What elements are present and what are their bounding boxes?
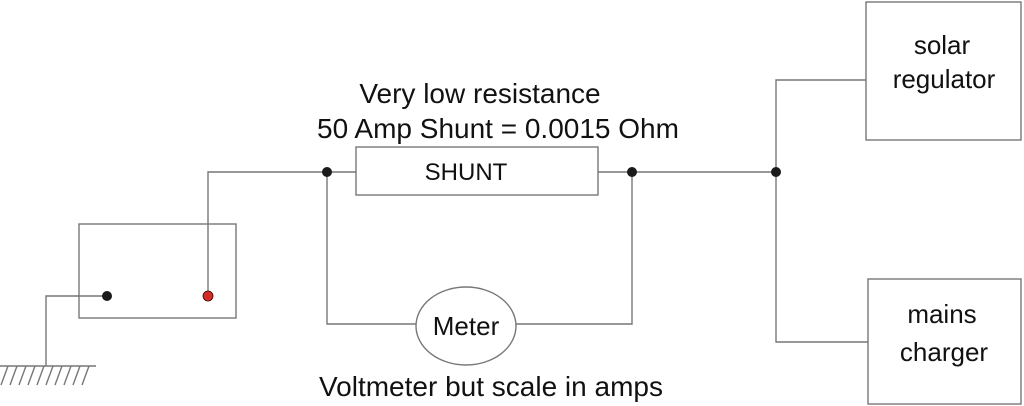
solar-regulator-label-line-2: regulator [893,64,996,94]
positive-wire [207,171,327,296]
bus-node [771,167,781,177]
bus-to-mains-charger [775,172,868,343]
shunt-box [355,146,599,196]
meter-caption: Voltmeter but scale in amps [319,371,663,402]
mains-charger-label-line-1: mains [907,299,976,329]
mains-charger-box [867,278,1022,405]
shunt-right-node [627,167,637,177]
shunt-left-node [322,167,332,177]
meter-ellipse [415,286,517,366]
shunt-label: SHUNT [425,159,508,186]
annotation-line-1: Very low resistance [359,78,600,109]
junction-nodes [102,167,781,301]
bus-to-solar-regulator [775,79,866,172]
ground-symbol [0,365,96,386]
meter-label: Meter [433,311,500,341]
battery-negative-terminal [102,291,112,301]
mains-charger-label-line-2: charger [900,337,988,367]
solar-regulator-box [865,1,1022,141]
annotation-line-2: 50 Amp Shunt = 0.0015 Ohm [317,113,679,144]
ground-wire [45,295,107,366]
solar-regulator-label-line-1: solar [914,30,971,60]
battery-box [78,223,237,319]
meter-left-wire [326,172,416,325]
meter-right-wire [516,172,633,325]
battery-positive-terminal [202,290,214,302]
